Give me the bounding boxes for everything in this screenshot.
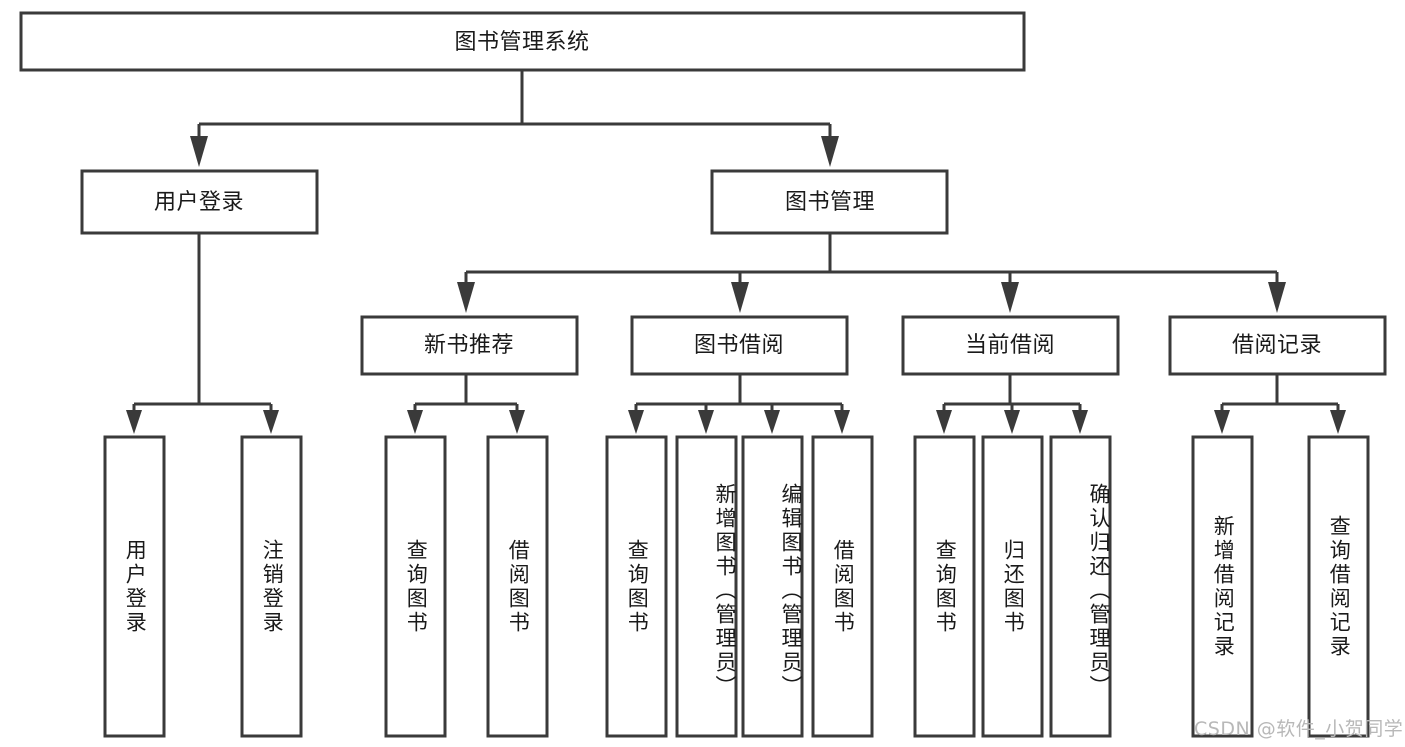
connector-group-current-borrow [936, 374, 1088, 434]
arrow-head-leaf-query-record [1330, 410, 1346, 434]
leaf-box-return-book[interactable] [981, 435, 1044, 738]
node-root-label: 图书管理系统 [454, 30, 589, 55]
node-root[interactable]: 图书管理系统 [19, 11, 1026, 72]
arrow-head-leaf-add-record [1214, 410, 1230, 434]
connector-group-new-book-recommend [407, 374, 525, 434]
node-current-borrow-label: 当前借阅 [965, 333, 1055, 358]
leaf-box-borrow-book-2[interactable] [811, 435, 874, 738]
leaf-box-add-book[interactable] [675, 435, 738, 738]
arrow-head-leaf-borrow-book-1 [509, 410, 525, 434]
node-new-book-recommend[interactable]: 新书推荐 [360, 315, 579, 376]
leaf-boxes-group [103, 435, 1370, 738]
node-root-box[interactable] [19, 11, 1026, 72]
leaf-box-borrow-book-1[interactable] [486, 435, 549, 738]
arrow-head-leaf-edit-book [764, 410, 780, 434]
node-book-management[interactable]: 图书管理 [710, 169, 949, 235]
arrow-head-borrow-record [1268, 282, 1286, 313]
connector-group-book-borrow [628, 374, 850, 434]
arrow-head-leaf-user-login [126, 410, 142, 434]
arrow-head-leaf-query-book-1 [407, 410, 423, 434]
node-user-login-label: 用户登录 [154, 190, 244, 215]
node-user-login[interactable]: 用户登录 [80, 169, 319, 235]
arrow-head-leaf-confirm-return [1072, 410, 1088, 434]
arrow-head-leaf-borrow-book-2 [834, 410, 850, 434]
connector-group-user-login [126, 233, 279, 434]
arrow-head-book-management [821, 136, 839, 167]
node-user-login-box[interactable] [80, 169, 319, 235]
node-book-borrow-box[interactable] [630, 315, 849, 376]
leaf-box-query-record[interactable] [1307, 435, 1370, 738]
leaf-box-add-record[interactable] [1191, 435, 1254, 738]
node-book-management-box[interactable] [710, 169, 949, 235]
csdn-watermark: CSDN @软件_小贺同学 [1194, 718, 1404, 740]
arrow-head-user-login [190, 136, 208, 167]
arrow-head-leaf-add-book [698, 410, 714, 434]
connector-group-borrow-record [1214, 374, 1346, 434]
node-current-borrow[interactable]: 当前借阅 [901, 315, 1120, 376]
node-new-book-recommend-box[interactable] [360, 315, 579, 376]
node-borrow-record-label: 借阅记录 [1232, 333, 1322, 358]
leaf-box-user-logout[interactable] [240, 435, 303, 738]
node-current-borrow-box[interactable] [901, 315, 1120, 376]
arrow-head-book-borrow [731, 282, 749, 313]
arrow-head-leaf-return-book [1004, 410, 1020, 434]
node-new-book-recommend-label: 新书推荐 [424, 333, 514, 358]
arrow-head-leaf-query-book-3 [936, 410, 952, 434]
node-borrow-record-box[interactable] [1168, 315, 1387, 376]
leaf-box-confirm-return[interactable] [1049, 435, 1112, 738]
arrow-head-new-book-recommend [457, 282, 475, 313]
node-borrow-record[interactable]: 借阅记录 [1168, 315, 1387, 376]
leaf-box-query-book-3[interactable] [913, 435, 976, 738]
connector-group-root [190, 70, 839, 167]
connector-group-book-management [457, 233, 1286, 313]
node-book-borrow[interactable]: 图书借阅 [630, 315, 849, 376]
node-book-management-label: 图书管理 [785, 190, 875, 215]
leaf-box-query-book-1[interactable] [384, 435, 447, 738]
arrow-head-current-borrow [1001, 282, 1019, 313]
node-book-borrow-label: 图书借阅 [694, 333, 784, 358]
leaf-box-query-book-2[interactable] [605, 435, 668, 738]
leaf-box-edit-book[interactable] [741, 435, 804, 738]
leaf-box-user-login[interactable] [103, 435, 166, 738]
arrow-head-leaf-query-book-2 [628, 410, 644, 434]
arrow-head-leaf-user-logout [263, 410, 279, 434]
